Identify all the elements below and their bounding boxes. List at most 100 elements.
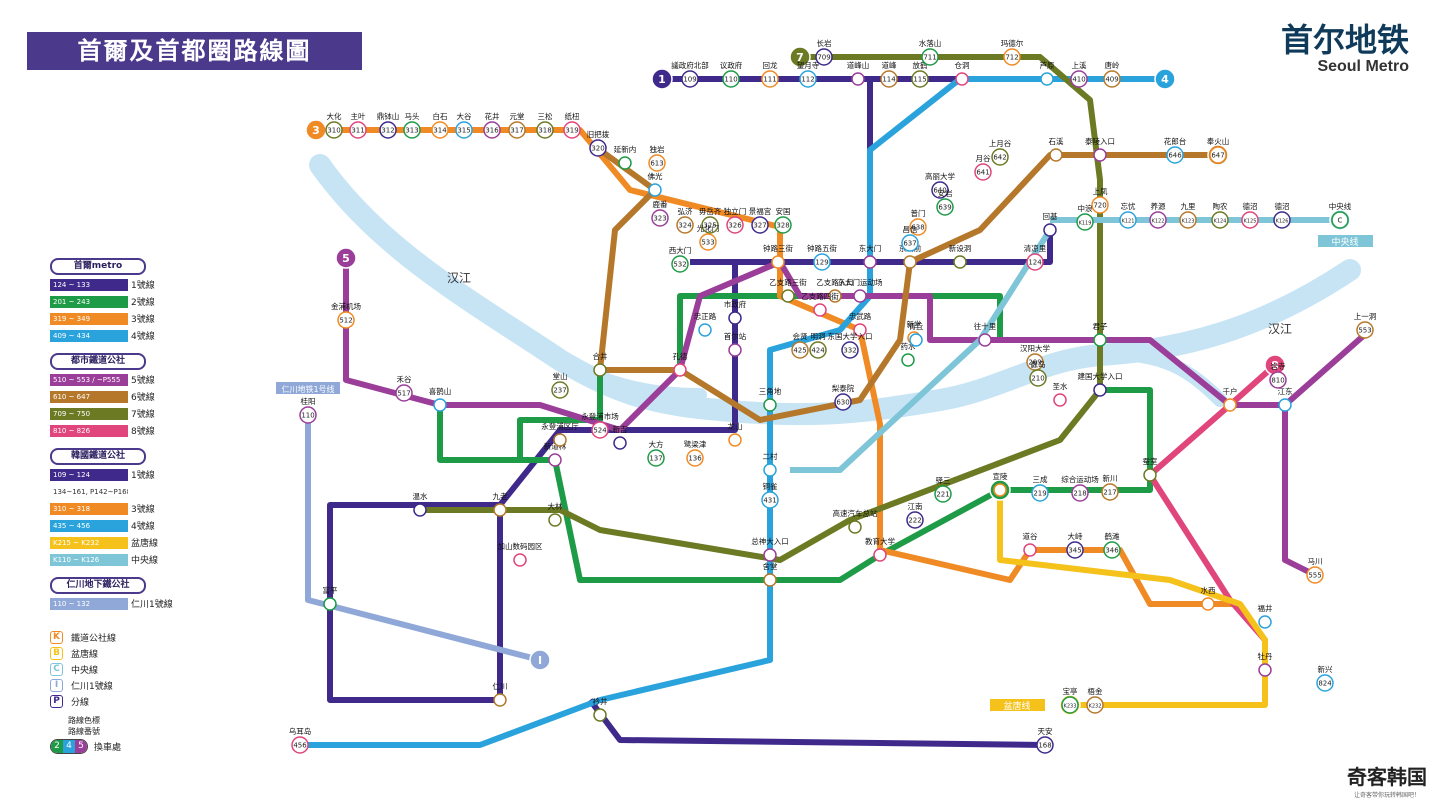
station-marker[interactable] (781, 289, 795, 303)
station-marker[interactable] (763, 398, 777, 412)
station-marker[interactable] (593, 363, 607, 377)
station[interactable]: 大林 (548, 501, 563, 527)
station[interactable]: 富平 (323, 585, 338, 611)
station-marker[interactable] (1091, 196, 1109, 214)
station-marker[interactable] (728, 343, 742, 357)
station[interactable]: 蚕室 (1143, 456, 1159, 482)
station-marker[interactable] (1258, 663, 1272, 677)
station-marker[interactable] (834, 393, 852, 411)
station[interactable]: 温水 (413, 491, 428, 517)
station-marker[interactable] (1031, 484, 1049, 502)
station-marker[interactable] (1331, 211, 1349, 229)
station[interactable]: 市政府 (724, 299, 747, 325)
station-marker[interactable] (1093, 333, 1107, 347)
station-marker[interactable] (1201, 597, 1215, 611)
station-marker[interactable] (1269, 371, 1287, 389)
station-marker[interactable] (1223, 398, 1237, 412)
station-marker[interactable] (403, 121, 421, 139)
station-marker[interactable] (728, 311, 742, 325)
station-marker[interactable] (1149, 211, 1167, 229)
station-marker[interactable] (953, 255, 967, 269)
station-marker[interactable] (299, 406, 317, 424)
station-marker[interactable] (291, 736, 309, 754)
station-marker[interactable] (508, 121, 526, 139)
station-marker[interactable] (676, 216, 694, 234)
station[interactable]: 钟路三街 (763, 243, 793, 269)
station-marker[interactable] (909, 218, 927, 236)
station[interactable]: 龙山 (728, 421, 743, 447)
station[interactable]: 乙支路三街 (769, 277, 807, 303)
station-marker[interactable] (931, 181, 949, 199)
station-marker[interactable] (1211, 211, 1229, 229)
station[interactable]: 仁川 (493, 681, 508, 707)
station-marker[interactable] (548, 513, 562, 527)
station-marker[interactable] (1273, 211, 1291, 229)
station-marker[interactable] (903, 255, 917, 269)
station[interactable]: 忠正路 (694, 311, 717, 337)
station-marker[interactable] (671, 255, 689, 273)
station[interactable]: 延新内 (614, 144, 637, 170)
station[interactable]: 道谷 (1023, 531, 1039, 557)
station[interactable]: 二村 (763, 451, 778, 477)
station-marker[interactable] (551, 381, 569, 399)
station-marker[interactable] (1029, 369, 1047, 387)
station[interactable]: 福井 (1258, 603, 1274, 629)
station-marker[interactable] (813, 253, 831, 271)
station-marker[interactable] (395, 384, 413, 402)
station[interactable]: 仓洞 (955, 60, 970, 86)
station[interactable]: 石溪 (1049, 136, 1065, 162)
station-marker[interactable] (991, 148, 1009, 166)
station-marker[interactable] (349, 121, 367, 139)
station[interactable]: 回基 (1043, 211, 1059, 237)
station-marker[interactable] (955, 72, 969, 86)
station[interactable]: 舍堂 (763, 561, 778, 587)
station[interactable]: 建国大学入口 (1078, 371, 1123, 397)
station-marker[interactable] (813, 303, 827, 317)
station-marker[interactable] (1306, 566, 1324, 584)
station-marker[interactable] (853, 323, 867, 337)
station-marker[interactable] (686, 449, 704, 467)
station-marker[interactable] (1316, 674, 1334, 692)
station[interactable]: 合井 (593, 351, 608, 377)
station[interactable]: 宣陵 (993, 471, 1008, 497)
station-marker[interactable] (413, 503, 427, 517)
station[interactable]: 千户 (1223, 386, 1238, 412)
station[interactable]: 孔德 (673, 351, 688, 377)
